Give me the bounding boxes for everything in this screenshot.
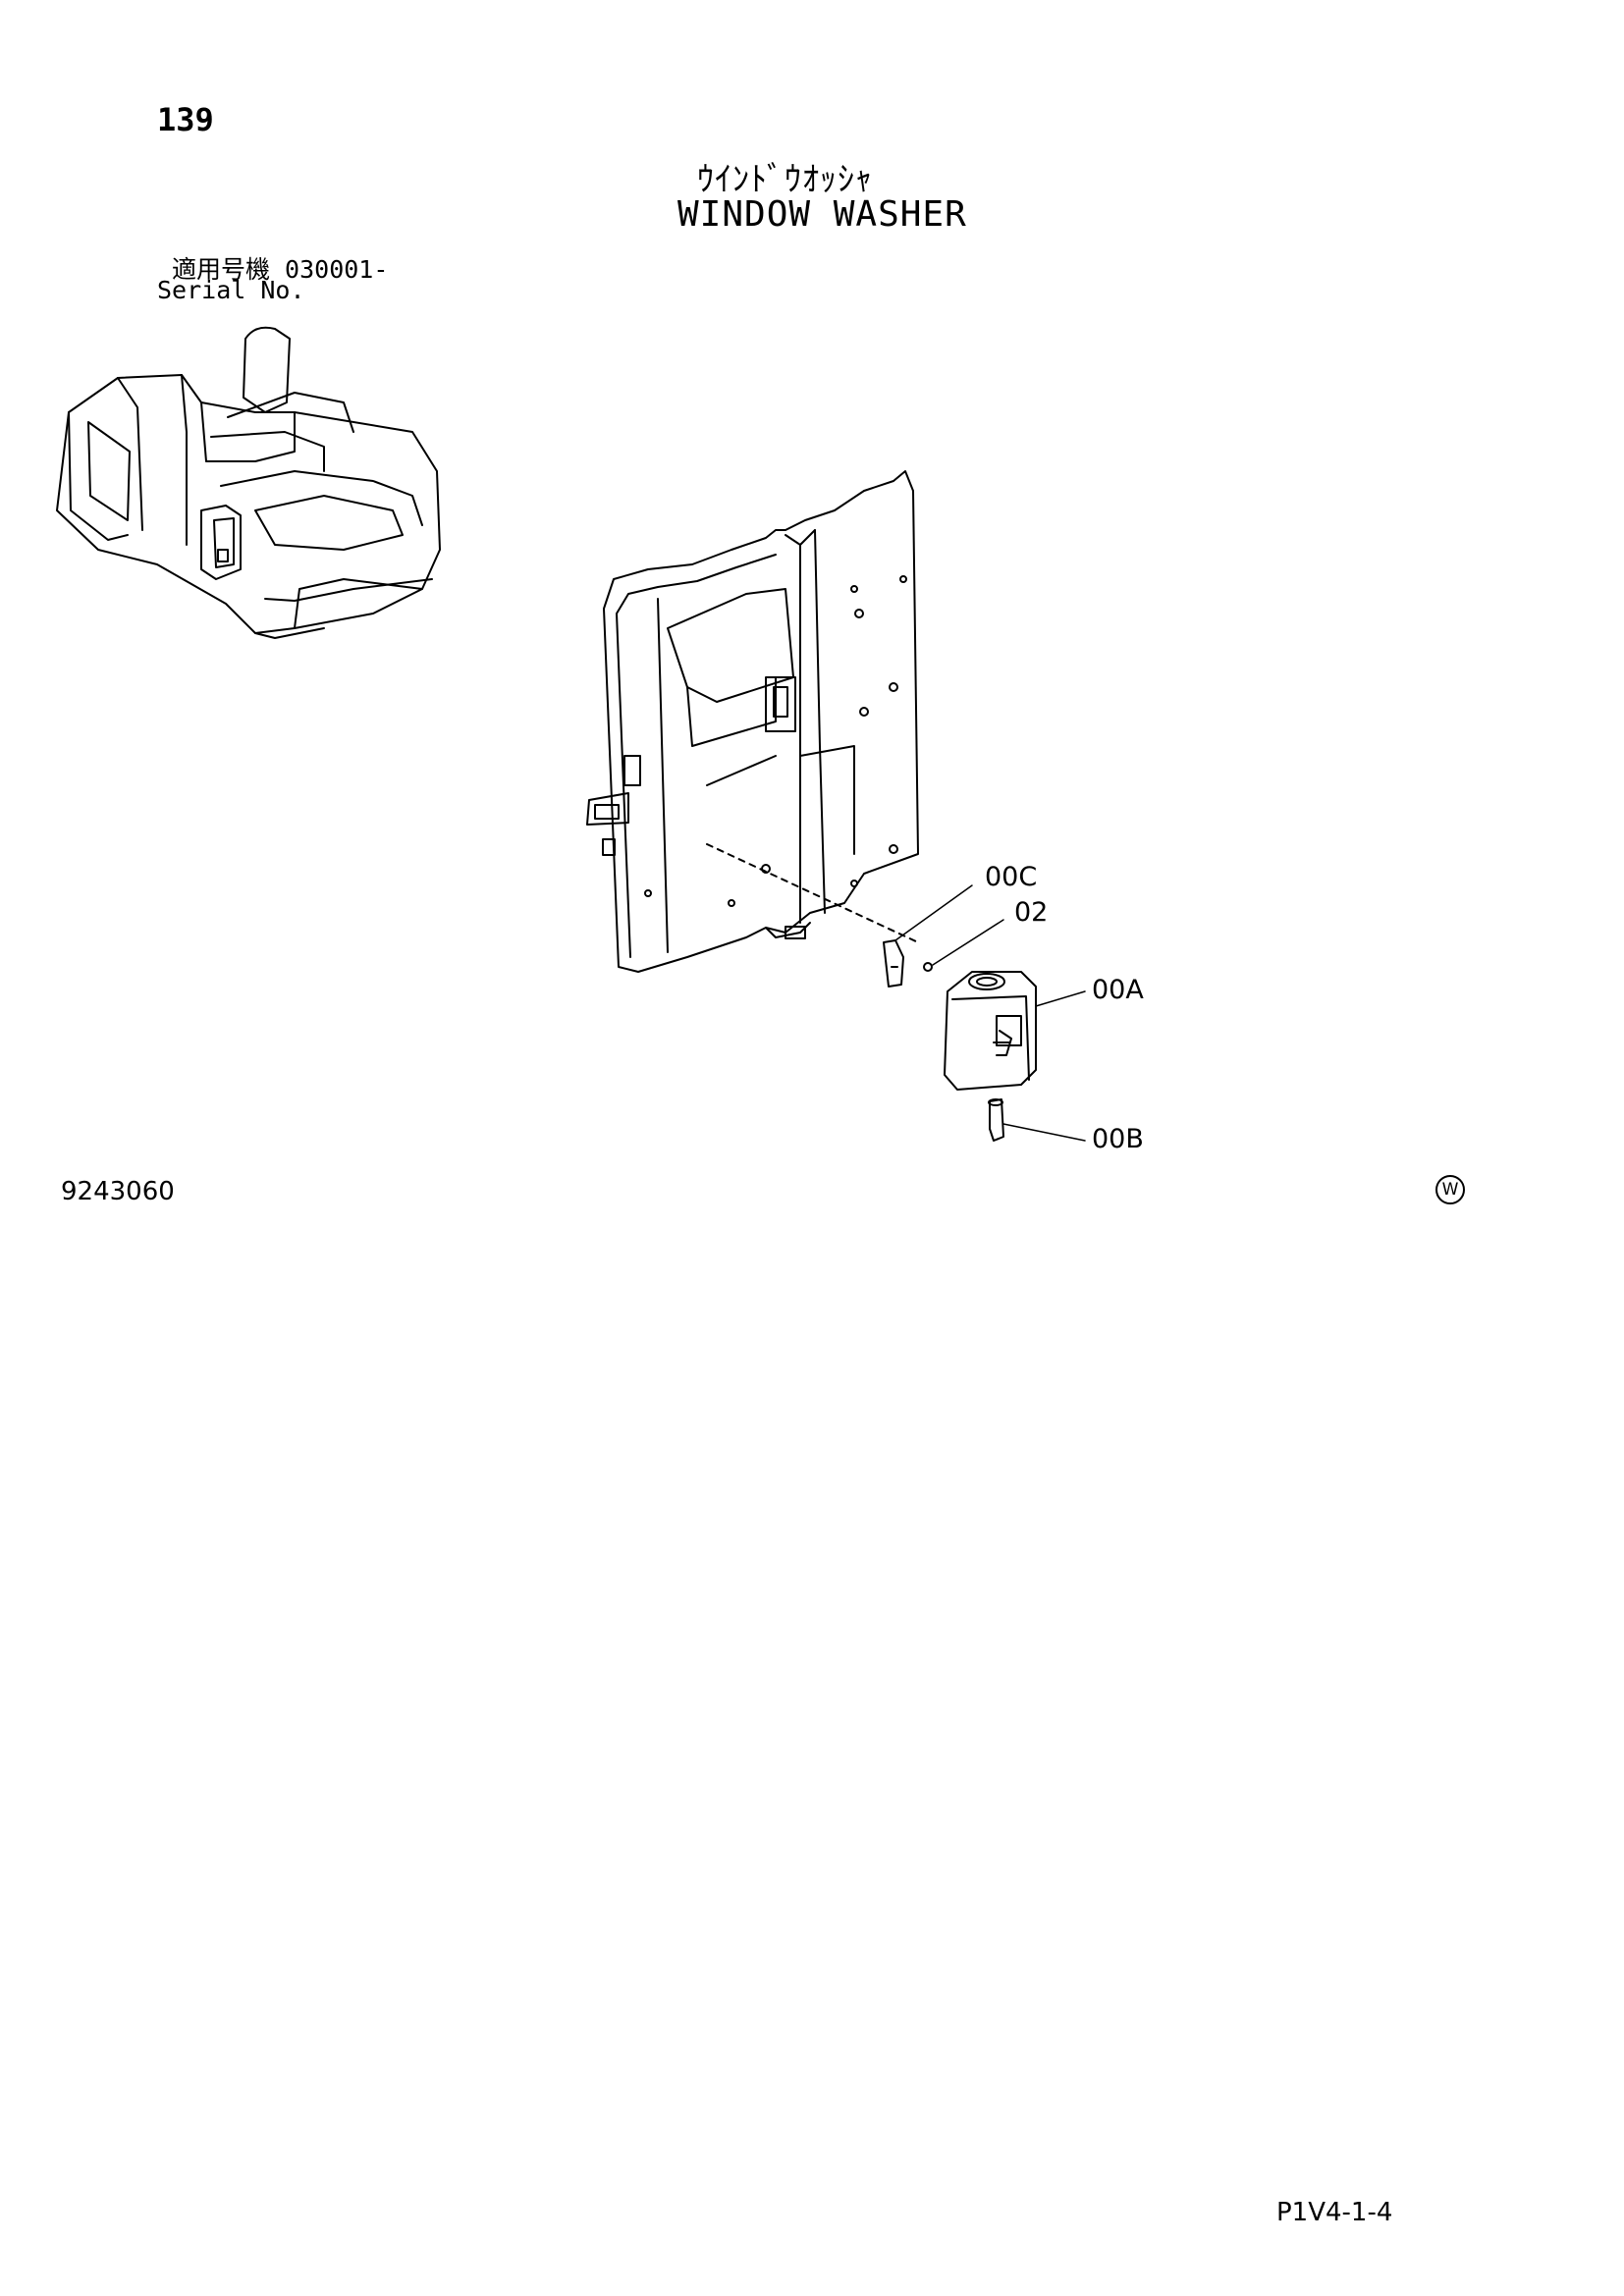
w-mark-icon: W — [1435, 1175, 1465, 1204]
washer-tank-drawing — [944, 971, 1037, 1091]
bracket-drawing — [883, 939, 933, 988]
title-english: WINDOW WASHER — [677, 194, 967, 235]
title-japanese: ｳｲﾝﾄﾞｳｵｯｼｬ — [697, 160, 873, 199]
page-number: 139 — [157, 101, 214, 138]
callout-02: 02 — [1014, 897, 1049, 928]
callout-00B: 00B — [1092, 1124, 1144, 1154]
serial-label-english: Serial No. — [157, 276, 305, 304]
serial-label-japanese: 適用号機 030001- — [172, 255, 389, 284]
callout-00C: 00C — [985, 862, 1038, 892]
cab-panel-drawing — [586, 470, 919, 973]
callout-00A: 00A — [1092, 975, 1144, 1005]
drawing-number: 9243060 — [61, 1177, 175, 1206]
excavator-overview-icon — [56, 326, 441, 639]
leader-lines — [894, 884, 1086, 1142]
washer-pump-drawing — [988, 1098, 1004, 1142]
page-code: P1V4-1-4 — [1276, 2198, 1393, 2227]
